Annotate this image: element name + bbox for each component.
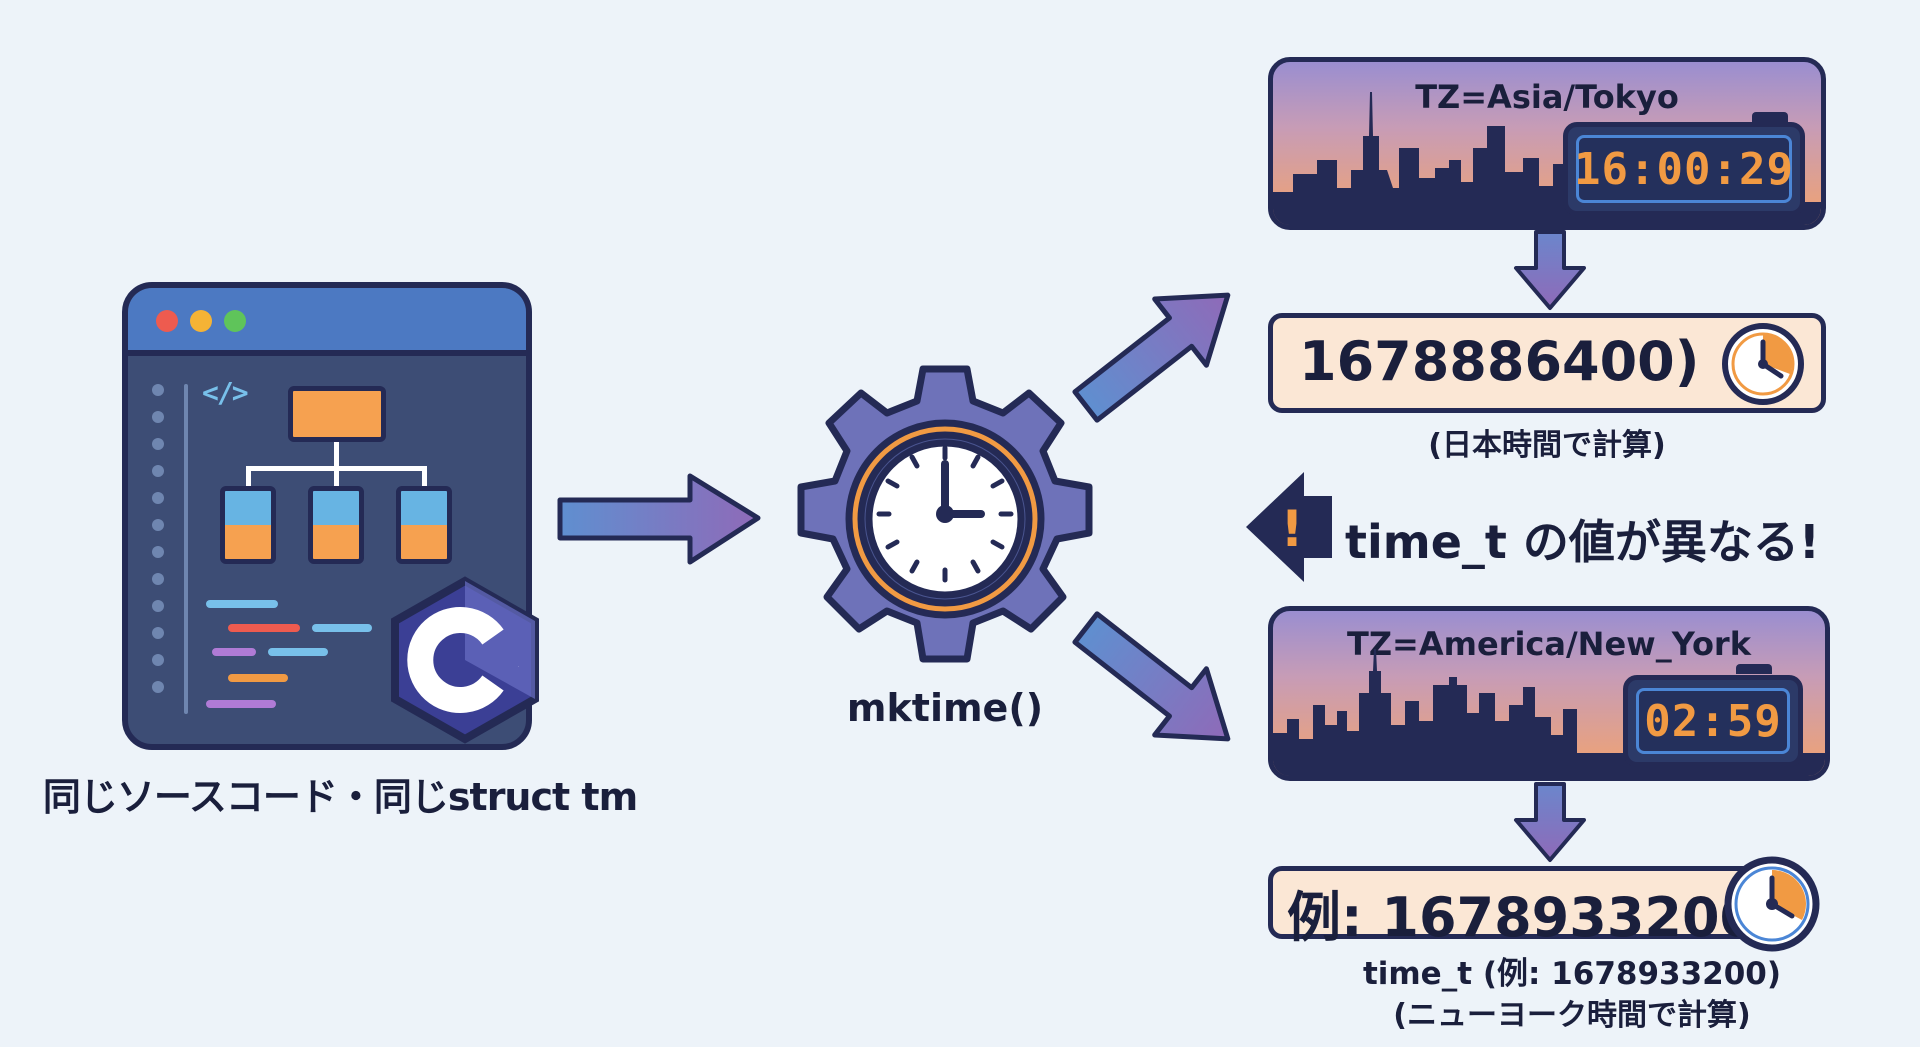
flowchart-root-node [288, 386, 386, 442]
c-logo-letter: C [518, 666, 519, 668]
tree-connector [246, 466, 251, 488]
code-line [228, 624, 300, 632]
code-line [206, 700, 276, 708]
analog-clock-icon [1724, 856, 1820, 952]
mktime-label: mktime() [846, 686, 1044, 730]
arrow-icon [557, 473, 761, 565]
new-york-note-line2: (ニューヨーク時間で計算) [1393, 998, 1751, 1033]
digital-clock-icon: 02:59 [1623, 675, 1803, 767]
new-york-timestamp-box: 例: 1678933200 [1268, 866, 1776, 949]
digital-clock-icon: 16:00:29 [1563, 122, 1805, 216]
maximize-dot [224, 310, 246, 332]
tree-connector [422, 466, 427, 488]
code-line [228, 674, 288, 682]
tokyo-timezone-label: TZ=Asia/Tokyo [1415, 78, 1679, 116]
arrow-icon [1072, 292, 1231, 423]
code-tag-icon: </> [202, 376, 249, 409]
gutter-line [184, 384, 188, 714]
c-language-icon: C [391, 576, 539, 744]
code-line [206, 600, 278, 608]
new-york-timezone-label: TZ=America/New_York [1347, 625, 1751, 663]
line-number-gutter [152, 384, 168, 708]
flowchart-child-node [220, 486, 276, 564]
code-line [212, 648, 256, 656]
minimize-dot [190, 310, 212, 332]
clock-knob [1752, 112, 1788, 122]
gear-icon [797, 365, 1093, 663]
analog-clock-icon [876, 445, 1014, 583]
new-york-timezone-panel: TZ=America/New_York 02:59 [1268, 606, 1830, 781]
tokyo-timezone-panel: TZ=Asia/Tokyo 16:00:29 [1268, 57, 1826, 230]
flowchart-child-node [396, 486, 452, 564]
window-titlebar [128, 288, 526, 356]
warning-symbol: ! [1281, 500, 1304, 558]
analog-clock-icon [1722, 323, 1804, 405]
tree-connector [334, 466, 339, 488]
code-line [268, 648, 328, 656]
close-dot [156, 310, 178, 332]
difference-warning-text: time_t の値が異なる! [1345, 515, 1820, 569]
tokyo-note: (日本時間で計算) [1428, 428, 1666, 463]
arrow-icon [1514, 230, 1586, 310]
new-york-note-line1: time_t (例: 1678933200) [1362, 956, 1782, 992]
tree-connector [334, 442, 339, 468]
clock-knob [1736, 664, 1772, 674]
tokyo-timestamp-value: 1678886400) [1299, 330, 1700, 393]
tokyo-timestamp-box: 1678886400) [1268, 313, 1826, 413]
code-window-icon: </> [122, 282, 532, 750]
warning-icon: ! [1246, 472, 1332, 582]
source-caption: 同じソースコード・同じstruct tm [42, 775, 638, 819]
new-york-clock-time: 02:59 [1644, 695, 1782, 747]
arrow-icon [1072, 611, 1231, 742]
arrow-icon [1514, 782, 1586, 862]
new-york-timestamp-value: 例: 1678933200 [1287, 886, 1758, 949]
tokyo-clock-time: 16:00:29 [1574, 143, 1794, 195]
code-line [312, 624, 372, 632]
flowchart-child-node [308, 486, 364, 564]
